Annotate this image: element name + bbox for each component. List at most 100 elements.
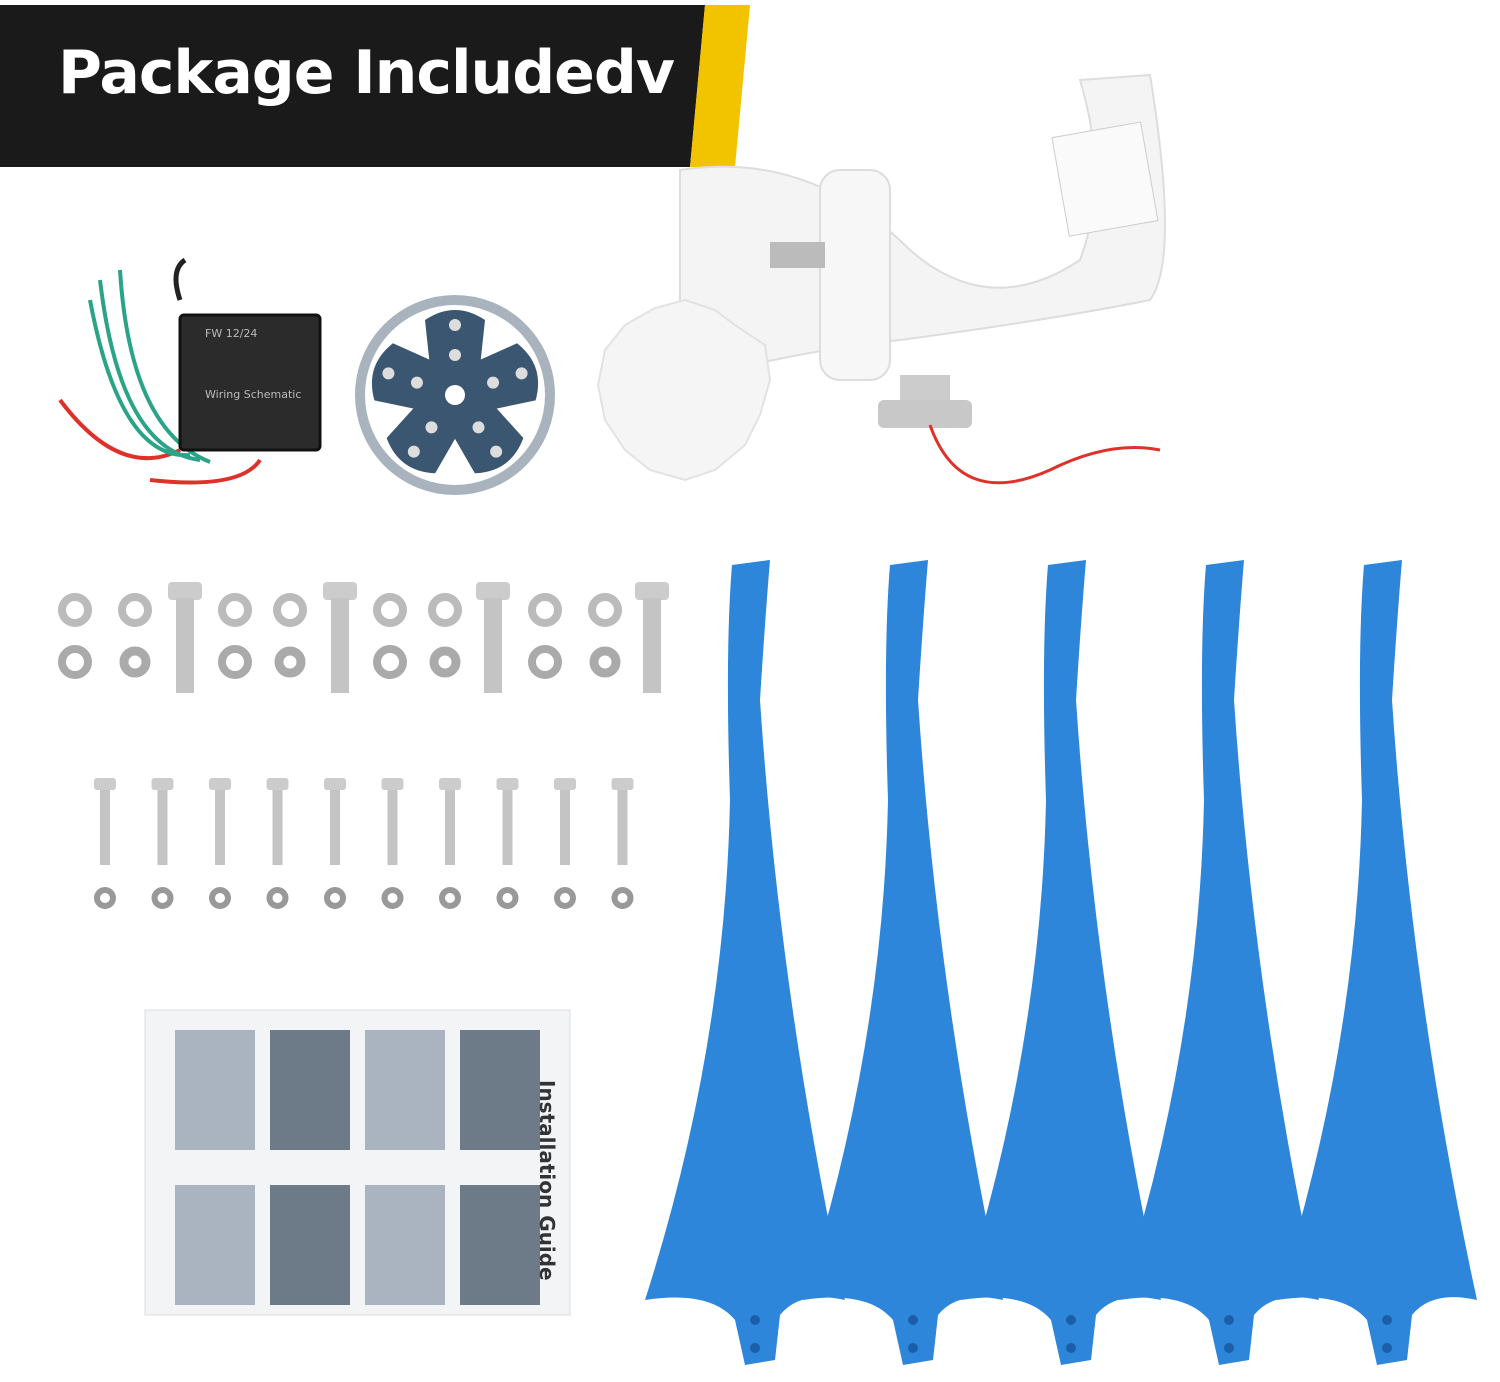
washer [373, 593, 407, 627]
blade-mount-hole [1066, 1315, 1076, 1325]
large-bolt-head [323, 582, 357, 600]
blade-mount-hole [1382, 1343, 1392, 1353]
blade-set [645, 560, 1477, 1365]
hub-bolt-hole [382, 367, 395, 380]
blade-mount-hole [1224, 1343, 1234, 1353]
small-nut [209, 887, 231, 909]
washer [273, 593, 307, 627]
banner-background [0, 5, 705, 167]
banner-accent [690, 5, 750, 167]
small-bolt-head [209, 778, 231, 790]
large-bolt-shaft [331, 598, 349, 693]
generator-housing [819, 169, 891, 381]
washer [428, 593, 462, 627]
blade-mount-hole [750, 1343, 760, 1353]
controller-wiring-label: Wiring Schematic [205, 388, 301, 401]
small-nut [496, 887, 519, 909]
hub-bolt-hole [425, 421, 438, 434]
small-bolt-shaft [560, 790, 570, 865]
hub-bolt-hole [487, 376, 500, 389]
blade-mount-hole [908, 1343, 918, 1353]
hub-bolt-hole [449, 319, 461, 331]
manual-photo [270, 1030, 350, 1150]
banner-title: Package Includedv [58, 38, 675, 108]
turbine-blade [1119, 560, 1319, 1365]
washer [373, 645, 407, 679]
washer [118, 593, 152, 627]
small-bolt-shaft [100, 790, 110, 865]
washer [528, 593, 562, 627]
manual-title: Installation Guide [535, 1080, 559, 1281]
washer [528, 645, 562, 679]
installation-manual: Installation Guide [144, 1009, 571, 1316]
small-bolt-shaft [617, 790, 628, 865]
manual-photo [365, 1185, 445, 1305]
manual-photo [175, 1030, 255, 1150]
turbine-blade [645, 560, 845, 1365]
hardware-set [58, 582, 669, 909]
small-nut [94, 887, 116, 909]
blade-mount-hole [1382, 1315, 1392, 1325]
small-nut [151, 887, 174, 909]
small-bolt-head [324, 778, 346, 790]
small-bolt-head [94, 778, 116, 790]
generator-flange [878, 400, 972, 428]
blade-shape [1277, 560, 1477, 1365]
blade-shape [645, 560, 845, 1365]
manual-photo [365, 1030, 445, 1150]
small-nut [324, 887, 346, 909]
nose-cone [596, 298, 772, 482]
large-bolt-shaft [176, 598, 194, 693]
small-nut [266, 887, 289, 909]
turbine-blade [961, 560, 1161, 1365]
small-bolt-shaft [330, 790, 340, 865]
turbine-blade [1277, 560, 1477, 1365]
hub-bolt-hole [490, 445, 503, 458]
washer [218, 593, 252, 627]
blade-mount-hole [908, 1315, 918, 1325]
small-nut [381, 887, 404, 909]
large-bolt-shaft [643, 598, 661, 693]
blade-shape [803, 560, 1003, 1365]
large-bolt-shaft [484, 598, 502, 693]
small-bolt-shaft [445, 790, 455, 865]
large-bolt-head [635, 582, 669, 600]
blade-mount-hole [1066, 1343, 1076, 1353]
turbine-blade [803, 560, 1003, 1365]
small-bolt-shaft [157, 790, 168, 865]
small-bolt-head [439, 778, 461, 790]
manual-photo [460, 1030, 540, 1150]
generator-shaft [770, 242, 825, 268]
small-nut [611, 887, 634, 909]
blade-shape [961, 560, 1161, 1365]
controller-model: FW 12/24 [205, 327, 257, 340]
small-bolt-head [496, 778, 519, 790]
small-nut [439, 887, 461, 909]
manual-photo [270, 1185, 350, 1305]
spec-label [1051, 121, 1159, 237]
small-bolt-shaft [502, 790, 513, 865]
hub-bolt-hole [472, 421, 485, 434]
manual-photo [460, 1185, 540, 1305]
washer [58, 593, 92, 627]
small-bolt-shaft [215, 790, 225, 865]
charge-controller: FW 12/24 Wiring Schematic [58, 257, 322, 485]
small-nut [554, 887, 576, 909]
small-bolt-head [381, 778, 404, 790]
washer [588, 593, 622, 627]
hub-bolt-hole [410, 376, 423, 389]
blade-mount-hole [1224, 1315, 1234, 1325]
small-bolt-head [611, 778, 634, 790]
hub-bolt-hole [515, 367, 528, 380]
blade-shape [1119, 560, 1319, 1365]
washer [218, 645, 252, 679]
manual-photo [175, 1185, 255, 1305]
package-banner [0, 5, 750, 167]
small-bolt-head [266, 778, 289, 790]
hub-bolt-hole [449, 349, 461, 361]
nut [589, 646, 621, 678]
small-bolt-head [151, 778, 174, 790]
small-bolt-head [554, 778, 576, 790]
generator-wire [928, 424, 1161, 485]
large-bolt-head [168, 582, 202, 600]
